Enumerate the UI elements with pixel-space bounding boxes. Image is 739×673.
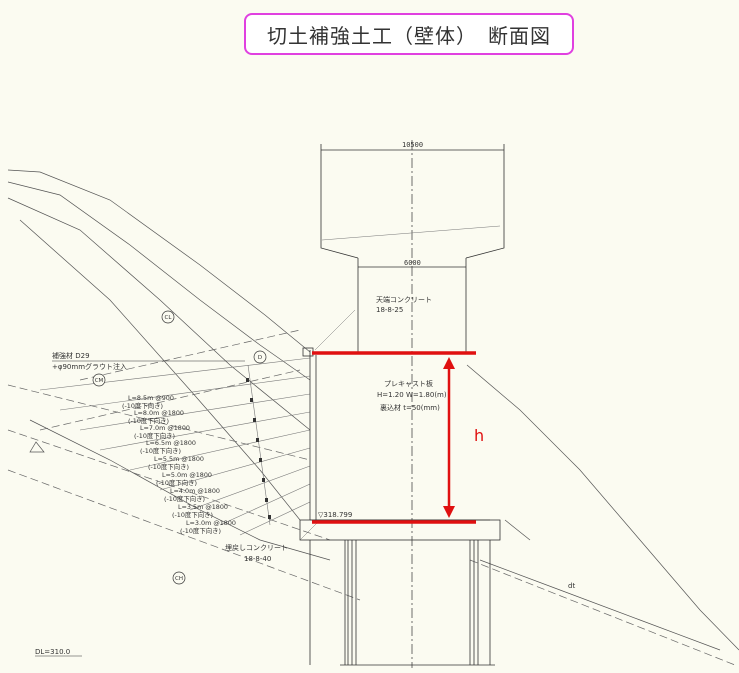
soil-label-cm: CM [95,378,104,384]
label-elevation: ▽318.799 [318,511,352,519]
soil-label-cl: CL [165,315,173,321]
anchor-3-length: L=7.0m @1800 [140,424,190,432]
label-fill-concrete: 埋戻しコンクリート [225,543,288,552]
height-marker [312,351,476,524]
label-grout: +φ90mmグラウト注入 [52,362,127,371]
reinforcement-anchors [39,357,311,536]
soil-label-d: D [258,355,262,361]
anchor-5-length: L=5.5m @1800 [154,455,204,463]
dashed-soil-boundaries [7,329,736,666]
arrow-up-icon [443,357,455,369]
label-top-concrete-spec: 18-8-25 [376,306,403,314]
anchor-7-note: (-10度下向き) [164,494,205,503]
dim-top-width: 10500 [402,141,423,149]
anchor-9-note: (-10度下向き) [180,526,221,535]
leader-lines [299,225,501,541]
diagram-title: 切土補強土工（壁体） 断面図 [244,13,574,55]
anchor-6-length: L=5.0m @1800 [162,471,212,479]
label-reinforcement: 補強材 D29 [52,351,90,360]
anchor-8-length: L=3.5m @1800 [178,503,228,511]
soil-circle-d [253,350,267,364]
anchor-9-length: L=3.0m @1800 [186,519,236,527]
label-datum: DL=310.0 [35,648,70,656]
anchor-ticks [246,378,271,519]
soil-circle-cm [92,373,106,387]
anchor-1-note: (-10度下向き) [122,401,163,410]
label-precast-panel: プレキャスト板 [384,379,433,388]
soil-circle-cl [161,310,175,324]
anchor-6-note: (-10度下向き) [156,478,197,487]
slope-lines [7,169,739,651]
anchor-3-note: (-10度下向き) [134,431,175,440]
water-level-icon [29,441,45,453]
anchor-2-note: (-10度下向き) [128,416,169,425]
pier-structure [299,144,505,666]
label-fill-concrete-spec: 18-8-40 [244,555,271,563]
label-h: h [474,426,484,445]
anchor-5-note: (-10度下向き) [148,462,189,471]
anchor-7-length: L=4.0m @1800 [170,487,220,495]
anchor-4-note: (-10度下向き) [140,446,181,455]
dim-column-width: 6000 [404,259,421,267]
anchor-1-length: L=8.5m @900 [128,394,174,402]
anchor-8-note: (-10度下向き) [172,510,213,519]
soil-label-ch: CH [175,576,183,582]
anchor-4-length: L=6.5m @1800 [146,439,196,447]
label-top-concrete: 天端コンクリート [376,295,432,304]
anchor-2-length: L=8.0m @1800 [134,409,184,417]
label-panel-size: H=1.20 W=1.80(m) [377,391,447,399]
soil-label-dt: dt [568,582,575,590]
arrow-down-icon [443,506,455,518]
soil-circle-ch [172,571,186,585]
label-backfill: 裏込材 t=50(mm) [380,403,440,412]
